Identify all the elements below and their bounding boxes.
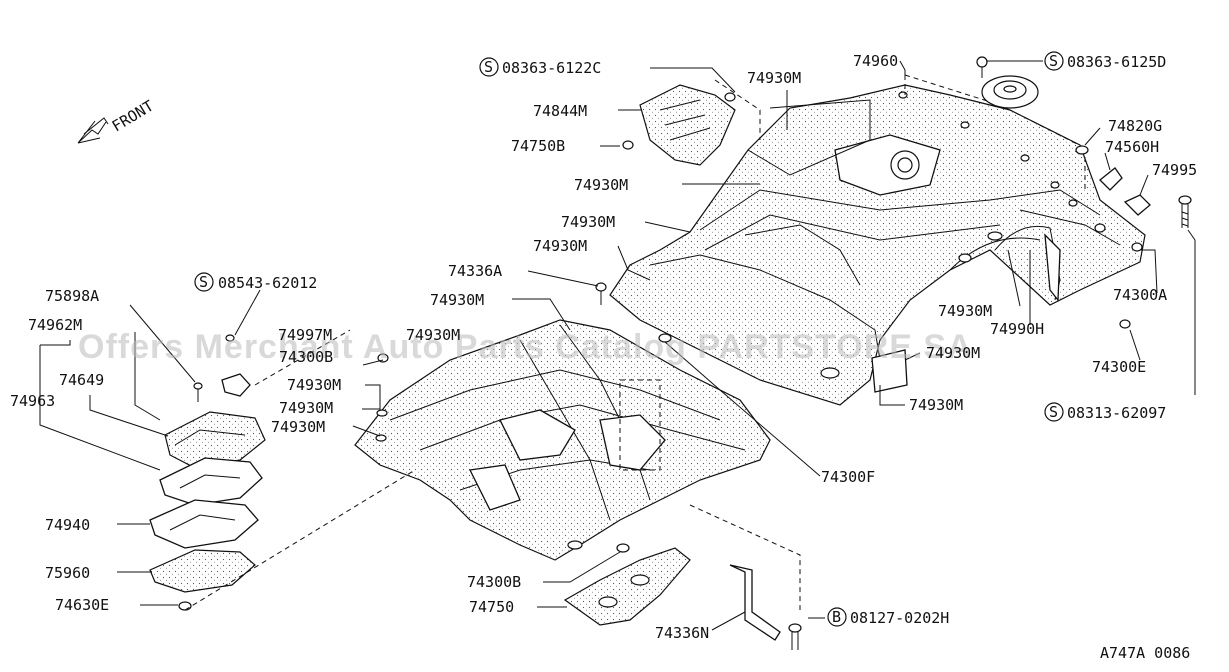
front-arrow-icon xyxy=(77,117,109,144)
callout-labels: S 08363-6122C 74960 S 08363-6125D 74930M… xyxy=(10,51,1197,662)
callout-symbol: S xyxy=(1049,52,1058,70)
callout-74930m: 74930M xyxy=(279,399,333,417)
callout-74336n: 74336N xyxy=(655,624,709,642)
callout-74930m: 74930M xyxy=(747,69,801,87)
callout-74930m: 74930M xyxy=(271,418,325,436)
callout-74750: 74750 xyxy=(469,598,514,616)
insulator-74844m xyxy=(622,84,736,166)
under-cover-74750 xyxy=(563,543,691,626)
callout-symbol: S xyxy=(199,273,208,291)
callout-74750b: 74750B xyxy=(511,137,565,155)
callout-74930m: 74930M xyxy=(287,376,341,394)
callout-08363-6125d: 08363-6125D xyxy=(1067,53,1166,71)
callout-74300b: 74300B xyxy=(279,348,333,366)
callout-74997m: 74997M xyxy=(278,326,332,344)
callout-74995: 74995 xyxy=(1152,161,1197,179)
callout-74963: 74963 xyxy=(10,392,55,410)
callout-74630e: 74630E xyxy=(55,596,109,614)
callout-symbol: S xyxy=(1049,403,1058,421)
watermark: Offers Merchant Auto Parts Catalog PARTS… xyxy=(78,328,973,366)
callout-74930m: 74930M xyxy=(926,344,980,362)
callout-75960: 75960 xyxy=(45,564,90,582)
callout-symbol: B xyxy=(832,608,841,626)
front-label: FRONT xyxy=(109,97,157,136)
callout-08543-62012: 08543-62012 xyxy=(218,274,317,292)
callout-74940: 74940 xyxy=(45,516,90,534)
callout-74930m: 74930M xyxy=(909,396,963,414)
service-hole-plates xyxy=(149,334,266,611)
callout-74930m: 74930M xyxy=(430,291,484,309)
callout-74820g: 74820G xyxy=(1108,117,1162,135)
callout-75898a: 75898A xyxy=(45,287,99,305)
callout-74300b: 74300B xyxy=(467,573,521,591)
screw-symbol xyxy=(194,272,214,292)
rear-floor-panel xyxy=(609,84,1146,406)
callout-74300f: 74300F xyxy=(821,468,875,486)
callout-symbol: S xyxy=(484,58,493,76)
callout-74930m: 74930M xyxy=(938,302,992,320)
callout-74930m: 74930M xyxy=(406,326,460,344)
reference-code: A747A 0086 xyxy=(1100,644,1190,662)
callout-74300a: 74300A xyxy=(1113,286,1167,304)
bolt-icon xyxy=(788,623,802,650)
callout-08127-0202h: 08127-0202H xyxy=(850,609,949,627)
callout-74990h: 74990H xyxy=(990,320,1044,338)
screw-symbol xyxy=(479,57,499,77)
callout-74930m: 74930M xyxy=(574,176,628,194)
leader-lines xyxy=(39,60,1196,631)
callout-74300e: 74300E xyxy=(1092,358,1146,376)
callout-74960: 74960 xyxy=(853,52,898,70)
bolt-symbol xyxy=(827,607,847,627)
callout-08363-6122c: 08363-6122C xyxy=(502,59,601,77)
spare-tire-clamp xyxy=(976,56,1039,109)
front-floor-panel xyxy=(354,282,771,561)
callout-74844m: 74844M xyxy=(533,102,587,120)
callout-74930m: 74930M xyxy=(561,213,615,231)
callout-74336a: 74336A xyxy=(448,262,502,280)
callout-74560h: 74560H xyxy=(1105,138,1159,156)
screw-symbol xyxy=(1044,51,1064,71)
bolt-icon xyxy=(1178,195,1192,228)
callout-74930m: 74930M xyxy=(533,237,587,255)
screw-symbol xyxy=(1044,402,1064,422)
callout-08313-62097: 08313-62097 xyxy=(1067,404,1166,422)
callout-74962m: 74962M xyxy=(28,316,82,334)
callout-74649: 74649 xyxy=(59,371,104,389)
